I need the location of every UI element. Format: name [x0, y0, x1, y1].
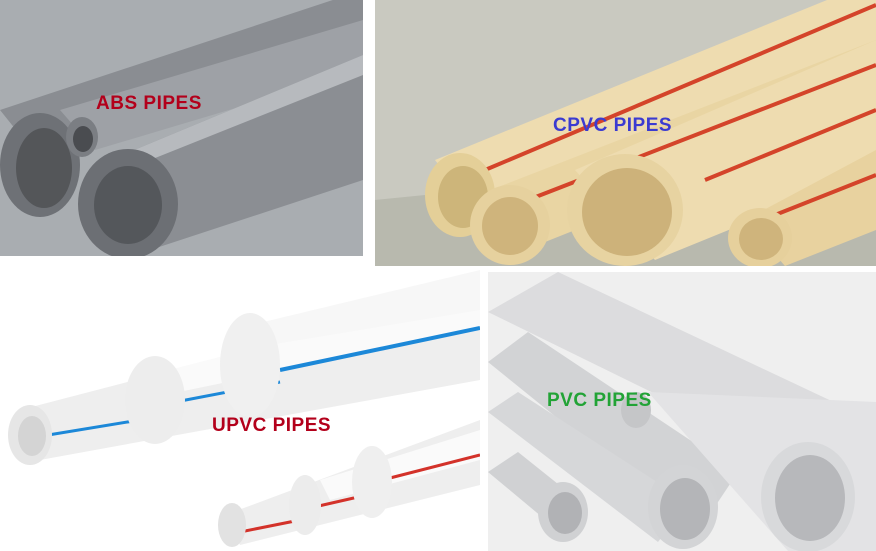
pvc-pipes-label: PVC PIPES [547, 390, 652, 411]
upvc-pipes-photo [0, 270, 480, 551]
pvc-pipes-photo [488, 272, 876, 551]
upvc-pipes-label: UPVC PIPES [212, 415, 332, 436]
cpvc-pipes-label: CPVC PIPES [553, 115, 673, 136]
abs-pipes-label: ABS PIPES [96, 93, 202, 114]
abs-pipes-photo [0, 0, 363, 256]
cpvc-pipes-photo [375, 0, 876, 266]
